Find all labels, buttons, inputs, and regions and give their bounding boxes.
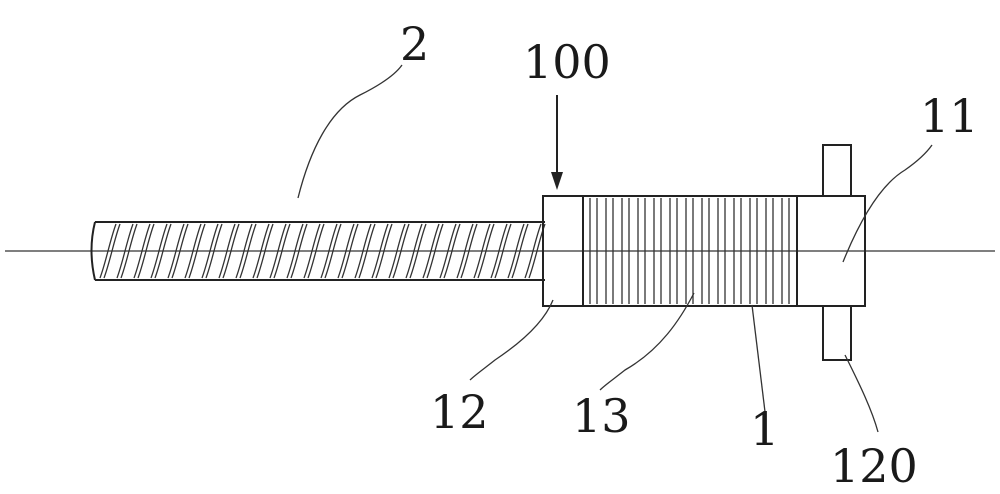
label-12: 12 [430,385,489,439]
label-13: 13 [572,389,631,443]
leader-120 [845,355,878,432]
label-11: 11 [920,89,979,143]
label-120: 120 [830,439,918,493]
leader-2 [298,65,402,198]
leader-12 [470,300,553,380]
label-100: 100 [523,35,611,89]
leader-13 [600,293,694,390]
leader-11 [843,145,932,262]
label-2: 2 [400,17,429,71]
label-1: 1 [750,402,779,456]
arrow-100-head [551,172,563,190]
